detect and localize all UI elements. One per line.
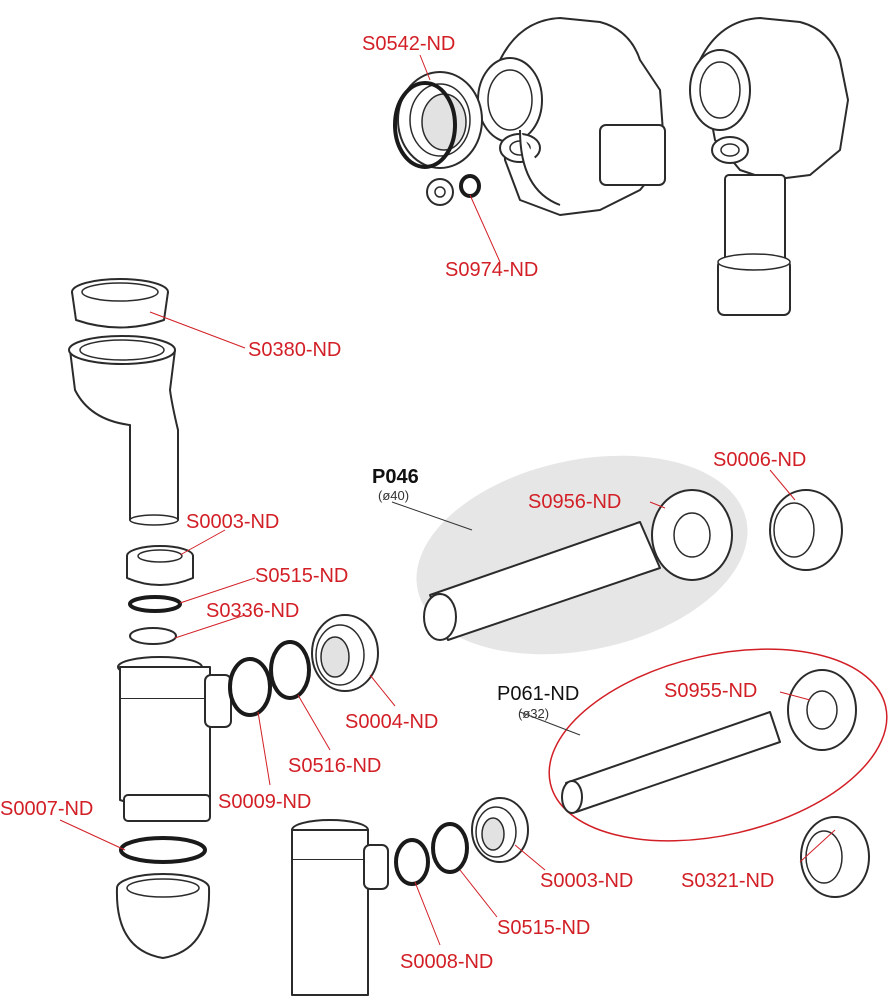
part-s0321-cover <box>800 816 870 898</box>
part-s0004-nut <box>311 614 379 692</box>
part-s0006-cover <box>769 489 843 571</box>
wall-siphon-right <box>689 17 849 316</box>
bottle-trap-body <box>117 656 232 822</box>
part-s0516-ring <box>269 640 311 700</box>
bottle-trap-lower <box>291 819 389 996</box>
label-s0321: S0321-ND <box>681 870 774 892</box>
label-s0542: S0542-ND <box>362 33 455 55</box>
label-s0006: S0006-ND <box>713 449 806 471</box>
label-s0003-top: S0003-ND <box>186 511 279 533</box>
part-s0007-oring <box>119 836 207 864</box>
bottle-trap-cup <box>115 873 211 959</box>
part-p061-pipe <box>561 711 781 814</box>
inlet-pipe <box>68 335 179 526</box>
part-s0955-rosette <box>787 669 857 751</box>
leader-lines <box>59 54 836 946</box>
part-s0515-bottom-ring <box>431 822 469 874</box>
label-p061: P061-ND <box>497 683 579 705</box>
part-s0542-nut <box>393 71 483 169</box>
label-s0009: S0009-ND <box>218 791 311 813</box>
label-s0380: S0380-ND <box>248 339 341 361</box>
part-s0380-sleeve <box>71 278 169 329</box>
part-s0956-rosette <box>651 489 733 581</box>
label-p061-diameter: (ø32) <box>518 706 549 721</box>
part-s0003-bottom-nut <box>471 797 529 863</box>
label-s0003-bottom: S0003-ND <box>540 870 633 892</box>
label-s0516: S0516-ND <box>288 755 381 777</box>
label-p046-diameter: (ø40) <box>378 488 409 503</box>
part-s0336-ring <box>129 627 177 645</box>
label-s0956: S0956-ND <box>528 491 621 513</box>
wall-siphon-left <box>477 17 666 216</box>
label-s0974: S0974-ND <box>445 259 538 281</box>
label-s0004: S0004-ND <box>345 711 438 733</box>
part-s0009-ring <box>228 657 272 717</box>
part-s0515-top-ring <box>128 595 182 613</box>
part-labels: S0542-ND S0974-ND S0380-ND P046 (ø40) S0… <box>0 33 806 973</box>
label-s0955: S0955-ND <box>664 680 757 702</box>
label-s0336: S0336-ND <box>206 600 299 622</box>
part-s0003-top-nut <box>126 545 194 586</box>
label-s0008: S0008-ND <box>400 951 493 973</box>
part-s0974-small-parts <box>426 174 481 206</box>
part-s0008-ring <box>394 838 430 886</box>
p061-highlight-outline <box>548 648 888 842</box>
label-s0515-bottom: S0515-ND <box>497 917 590 939</box>
label-s0515-top: S0515-ND <box>255 565 348 587</box>
label-s0007: S0007-ND <box>0 798 93 820</box>
part-p046-pipe <box>423 521 661 641</box>
label-p046: P046 <box>372 466 419 488</box>
